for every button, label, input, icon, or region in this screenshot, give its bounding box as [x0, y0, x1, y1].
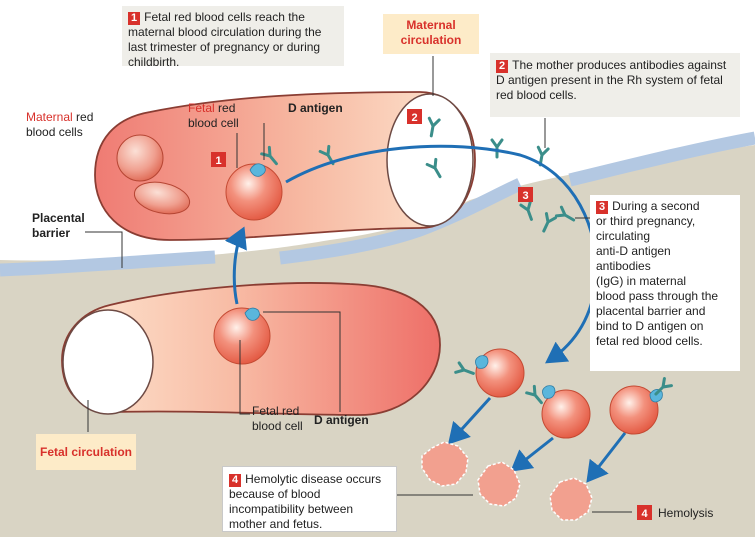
antibody-icon [260, 145, 278, 166]
maternal-circulation-line-1: Maternal [406, 18, 456, 32]
arrow-hemolysis-1 [447, 396, 492, 445]
svg-text:3: 3 [522, 190, 528, 202]
marker-3: 3 [518, 187, 533, 202]
placental-barrier-label: Placental barrier [32, 211, 85, 241]
hemolysis-label: Hemolysis [658, 506, 714, 520]
maternal-rbc-label-colored: Maternal [26, 110, 73, 124]
maternal-circulation-line-2: circulation [400, 33, 462, 47]
step-3-line: During a second [612, 199, 700, 213]
d-antigen-bottom-label: D antigen [314, 413, 369, 427]
step-3-line: (IgG) in maternal [596, 274, 687, 288]
maternal-rbc-label-rest: red [72, 110, 94, 124]
d-antigen-bottom-icon [244, 307, 260, 321]
svg-text:4: 4 [641, 508, 648, 520]
fetal-rbc-bottom-line-2: blood cell [252, 419, 303, 433]
arrow-hemolysis-3 [586, 432, 627, 483]
step-3-line: circulating [596, 229, 651, 243]
step-2-number: 2 [496, 60, 509, 73]
fetal-rbc-top-label: Fetal red blood cell [188, 101, 239, 131]
step-3-line: antibodies [596, 259, 651, 273]
placental-barrier-line-2: barrier [32, 226, 71, 240]
bound-antigens [475, 355, 663, 403]
hemolyzed-cell-2 [477, 461, 521, 507]
step-1-number: 1 [128, 12, 141, 25]
fetal-rbc-bottom-label: Fetal red blood cell [252, 404, 303, 434]
antibody-icon [490, 138, 504, 159]
d-antigen-top-label: D antigen [288, 101, 343, 115]
fetal-rbc-bottom-line-1: Fetal red [252, 404, 300, 418]
arrow-hemolysis-2 [510, 436, 554, 472]
fetal-rbc-maternal [225, 163, 283, 221]
maternal-rbc-label-line-2: blood cells [26, 125, 83, 139]
arrow-antibody-path [285, 144, 598, 364]
step-3-line: fetal red blood cells. [596, 334, 703, 348]
hemolyzed-cell-1 [421, 441, 469, 487]
step-3-line: placental barrier and [596, 304, 706, 318]
maternal-rbc-label: Maternal red blood cells [26, 110, 93, 140]
svg-text:2: 2 [411, 112, 417, 124]
antibody-icon [519, 200, 533, 221]
fetal-circulation-label: Fetal circulation [36, 434, 136, 470]
antibody-icon [542, 212, 557, 233]
step-3-line: or third pregnancy, [596, 214, 696, 228]
fetal-rbc-top-line-2: blood cell [188, 116, 239, 130]
step-3-line: blood pass through the [596, 289, 719, 303]
placental-barrier-line-1: Placental [32, 211, 85, 225]
hemolyzed-cell-3 [549, 477, 593, 521]
maternal-rbc-1 [116, 134, 164, 182]
placental-barrier-right [279, 178, 523, 265]
antibody-icon [525, 384, 543, 405]
step-3-line: anti-D antigen [596, 244, 671, 258]
hemolyzed-cells [421, 441, 593, 521]
antibody-icon [427, 116, 441, 138]
step-4-number: 4 [229, 474, 242, 487]
step-1-text: Fetal red blood cells reach the maternal… [128, 10, 322, 69]
marker-2: 2 [407, 109, 422, 124]
fetal-rbc-top-rest: red [214, 101, 236, 115]
placental-barrier-left [0, 250, 216, 277]
marker-1: 1 [211, 152, 226, 167]
antibody-icon [654, 377, 673, 396]
antibody-icon [425, 157, 442, 179]
marker-4: 4 [637, 505, 652, 520]
svg-text:1: 1 [215, 155, 221, 167]
fetal-vessel-opening [62, 309, 154, 415]
step-4-text: Hemolytic disease occurs because of bloo… [229, 472, 382, 531]
arrow-fetal-to-maternal [224, 226, 247, 305]
maternal-rbc-2 [133, 181, 191, 215]
placental-barrier-far-right [568, 131, 755, 187]
antibody-icon [454, 361, 475, 375]
maternal-vessel-opening [386, 93, 474, 227]
fetal-rbc-top-colored: Fetal [188, 101, 215, 115]
maternal-circulation-label: Maternal circulation [383, 14, 479, 54]
step-2-text: The mother produces antibodies against D… [496, 58, 727, 102]
fetal-rbc-fetal [213, 307, 271, 365]
coated-rbc-3 [609, 385, 659, 435]
step-3-number: 3 [596, 201, 609, 214]
step-3-line: bind to D antigen on [596, 319, 704, 333]
d-antigen-top-icon [249, 163, 266, 177]
coated-rbc-2 [541, 389, 591, 439]
antibody-icon [554, 205, 576, 222]
